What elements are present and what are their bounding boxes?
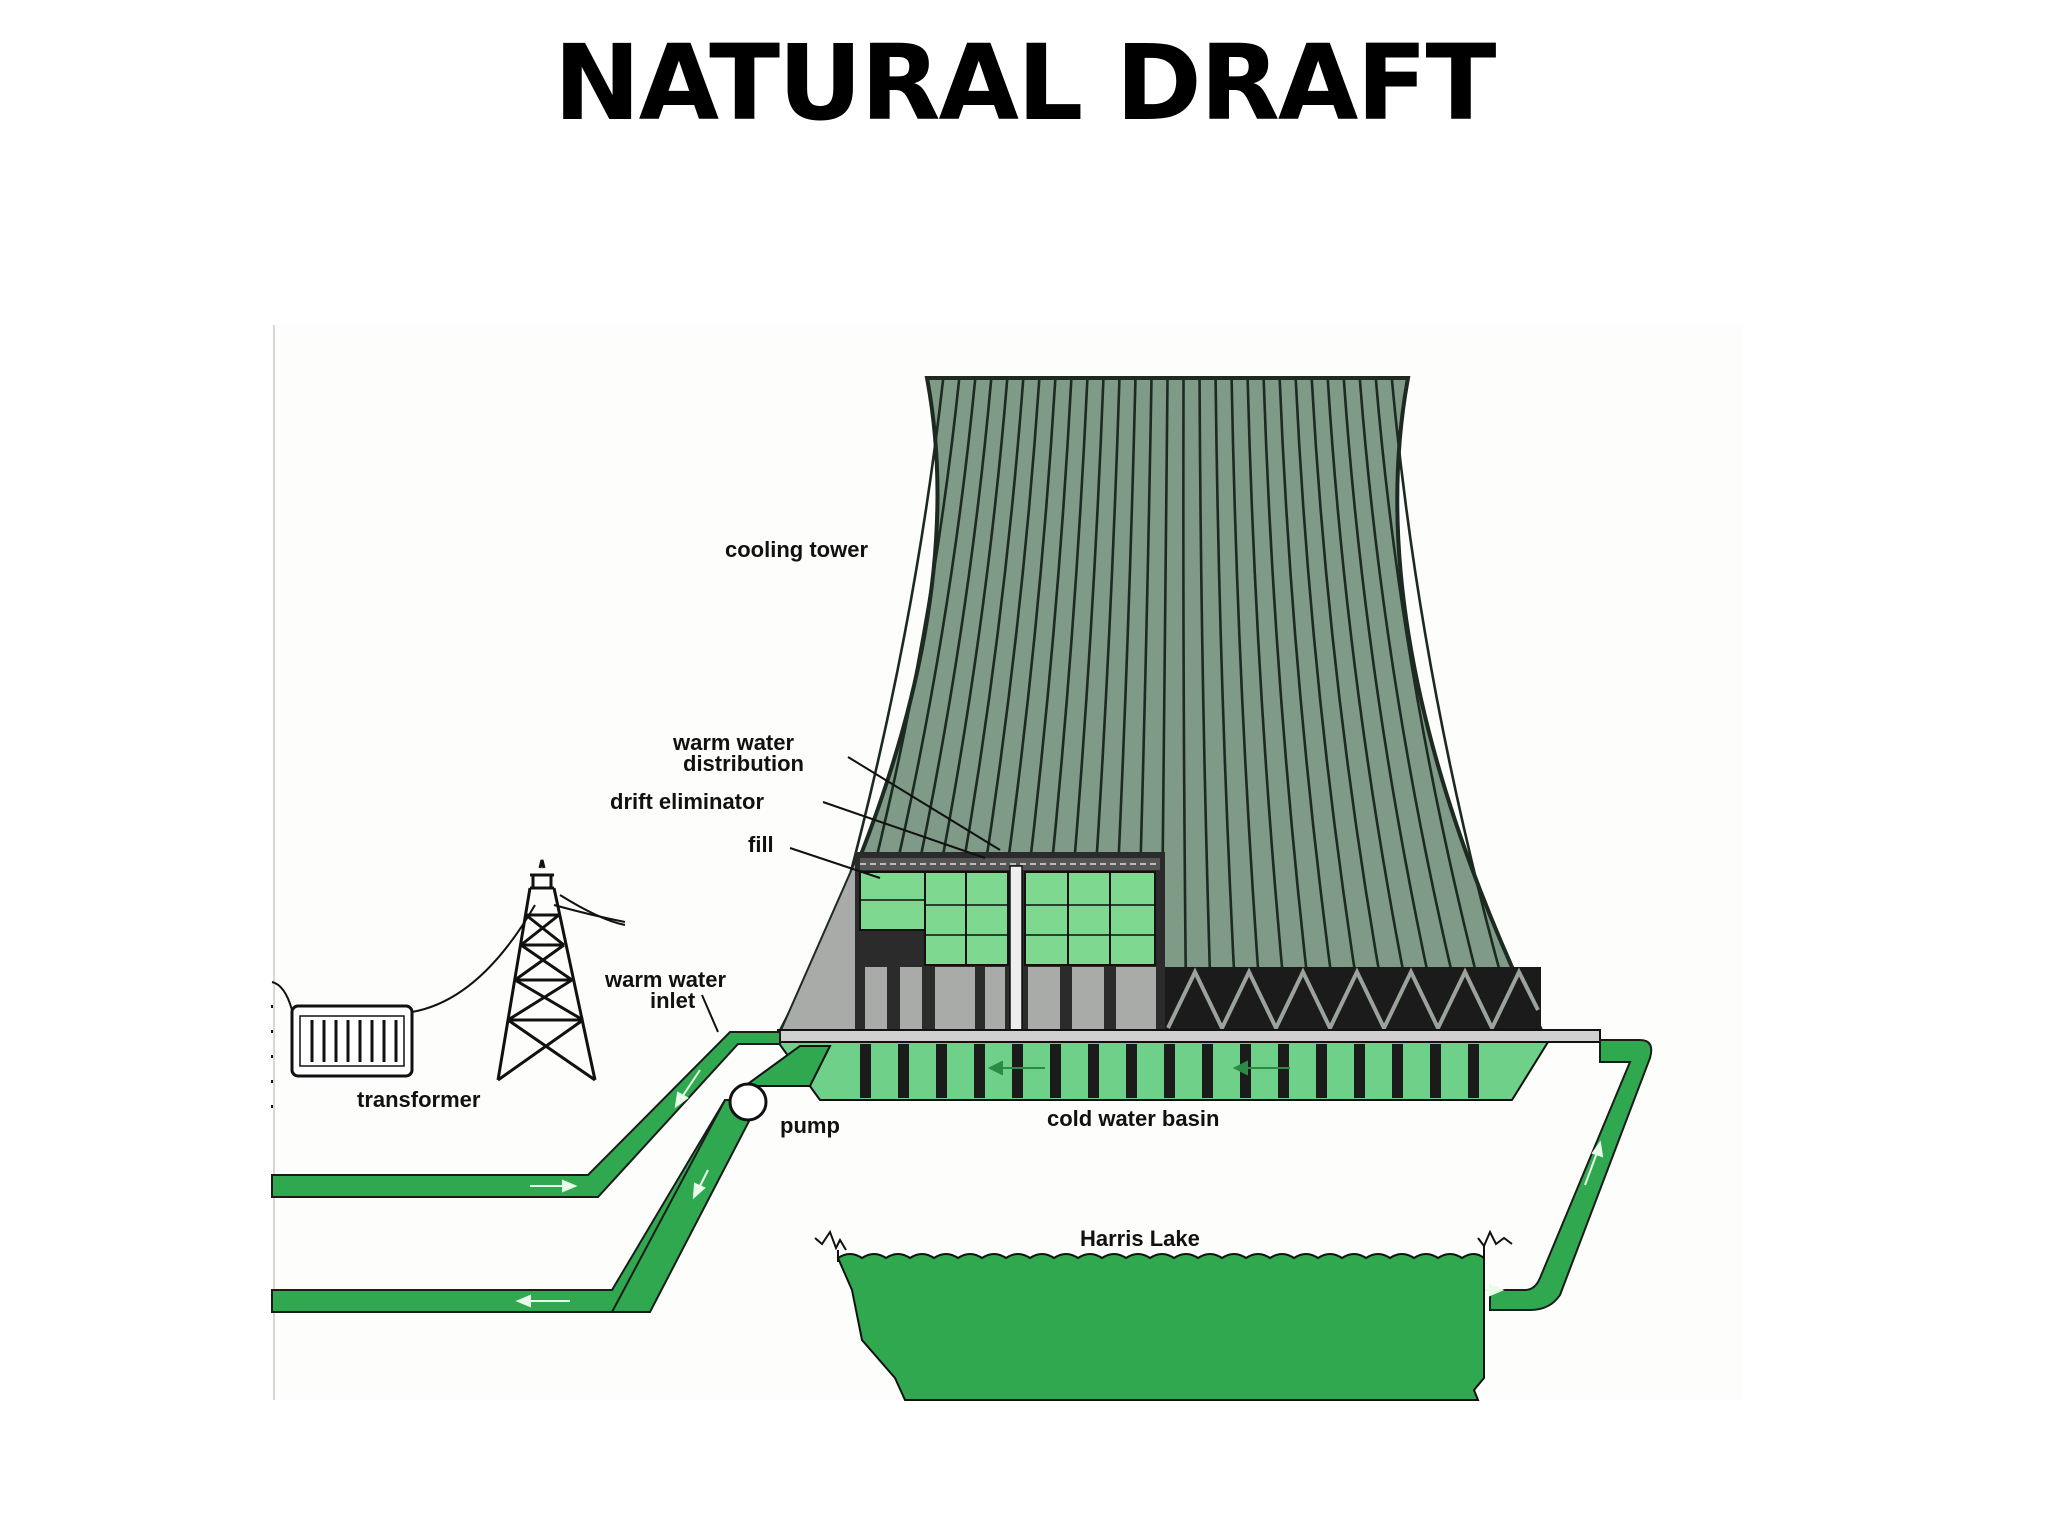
cold-water-basin [776, 1029, 1601, 1101]
basin-slat [1316, 1044, 1327, 1098]
air-inlet [1165, 967, 1541, 1033]
basin-slat [1050, 1044, 1061, 1098]
pump-icon [728, 1082, 768, 1122]
label-drift-eliminator: drift eliminator [610, 789, 764, 814]
basin-slat [1202, 1044, 1213, 1098]
tower-stripe [1182, 379, 1188, 1029]
lake-return-pipe [1489, 1039, 1653, 1311]
labels: cooling tower warm water distribution dr… [357, 537, 1219, 1251]
tower-stripe [1310, 379, 1391, 1029]
lake-shore-right [1477, 1229, 1513, 1248]
slide-title: NATURAL DRAFT [553, 22, 1497, 144]
transformer [271, 904, 536, 1110]
label-harris-lake: Harris Lake [1080, 1226, 1200, 1251]
basin-slat [1012, 1044, 1023, 1098]
basin-slat [1468, 1044, 1479, 1098]
basin-slat [898, 1044, 909, 1098]
basin-slat [974, 1044, 985, 1098]
basin-slat [1354, 1044, 1365, 1098]
tower-stripe [1374, 379, 1492, 1029]
warm-water-inlet-pipe [271, 1031, 781, 1198]
basin-slat [1088, 1044, 1099, 1098]
basin-slat [1278, 1044, 1289, 1098]
label-warm-water-distribution-line1: warm water [672, 730, 794, 755]
tower-stripe [1326, 379, 1416, 1029]
harris-lake [814, 1229, 1513, 1401]
label-warm-water-inlet-line2: inlet [650, 988, 696, 1013]
transformer-icon [290, 1004, 414, 1078]
basin-slat [1164, 1044, 1175, 1098]
leader-lines [701, 756, 1001, 1033]
label-transformer: transformer [357, 1087, 481, 1112]
label-cold-water-basin: cold water basin [1047, 1106, 1219, 1131]
basin-slat [860, 1044, 871, 1098]
tower-stripe [1262, 379, 1315, 1029]
pump [728, 1045, 832, 1122]
tower-stripe [1214, 379, 1239, 1029]
tower-stripe [1246, 379, 1289, 1029]
basin-slat [1430, 1044, 1441, 1098]
lake-shore-left [814, 1229, 847, 1251]
tower-stripe [1230, 379, 1264, 1029]
transmission-tower-icon [496, 859, 626, 1082]
label-cooling-tower: cooling tower [725, 537, 868, 562]
tower-stripe [1342, 379, 1441, 1029]
label-warm-water-inlet-line1: warm water [604, 967, 726, 992]
label-fill: fill [748, 832, 774, 857]
basin-slat [1392, 1044, 1403, 1098]
label-warm-water-distribution-line2: distribution [683, 751, 804, 776]
basin-slat [1126, 1044, 1137, 1098]
basin-slat [936, 1044, 947, 1098]
tower-stripe [1278, 379, 1340, 1029]
tower-stripe [1390, 379, 1517, 1029]
tower-stripe [1358, 379, 1467, 1029]
basin-flow-arrows [987, 1060, 1290, 1076]
tower-stripe [1294, 379, 1365, 1029]
label-pump: pump [780, 1113, 840, 1138]
lake-water [836, 1253, 1485, 1401]
tower-stripe [1198, 379, 1213, 1029]
fill-section [855, 852, 1165, 1031]
basin-slats [860, 1044, 1479, 1098]
